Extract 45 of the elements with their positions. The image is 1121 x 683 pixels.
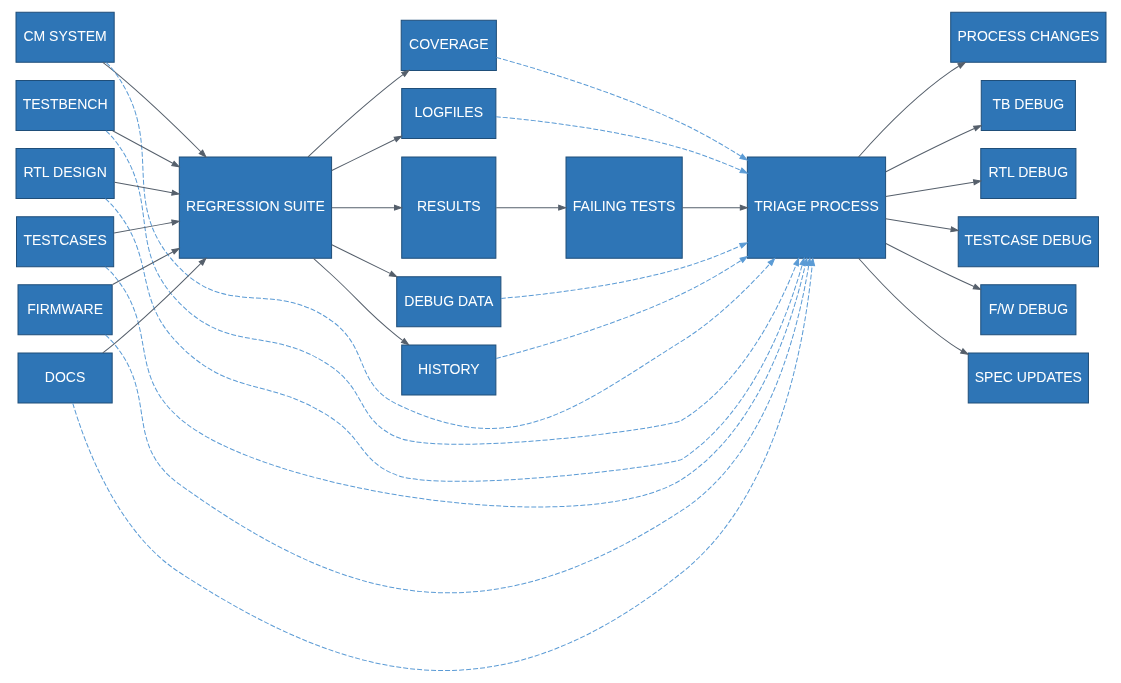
- arrow: [330, 244, 397, 278]
- node-box: TESTCASES: [15, 216, 114, 268]
- arrow: [111, 130, 180, 168]
- arrow: [307, 69, 409, 158]
- node-box: HISTORY: [400, 344, 496, 396]
- node-box: F/W DEBUG: [979, 284, 1076, 336]
- arrow: [884, 179, 981, 198]
- node-box: FIRMWARE: [17, 284, 113, 336]
- arrow: [884, 125, 981, 173]
- node-box: FAILING TESTS: [565, 156, 683, 259]
- arrow: [495, 56, 748, 161]
- arrow: [884, 243, 981, 290]
- arrow: [495, 116, 748, 174]
- node-box: DEBUG DATA: [395, 276, 501, 328]
- node-box: TRIAGE PROCESS: [746, 156, 886, 259]
- node-box: REGRESSION SUITE: [178, 156, 332, 259]
- arrow: [500, 242, 747, 299]
- arrow: [105, 62, 775, 429]
- arrow: [111, 248, 180, 286]
- arrow: [330, 204, 402, 211]
- node-box: RTL DEBUG: [979, 148, 1076, 200]
- node-box: LOGFILES: [400, 87, 496, 139]
- arrow: [312, 257, 409, 346]
- arrow: [681, 204, 748, 211]
- arrow: [105, 130, 799, 445]
- arrow: [330, 135, 402, 172]
- node-box: RESULTS: [400, 156, 496, 259]
- node-box: TESTCASE DEBUG: [957, 216, 1099, 268]
- node-box: TB DEBUG: [980, 79, 1076, 131]
- node-box: PROCESS CHANGES: [949, 11, 1106, 63]
- arrow: [495, 204, 566, 211]
- arrow: [101, 257, 206, 354]
- node-box: RTL DESIGN: [15, 148, 115, 200]
- arrow: [857, 61, 966, 158]
- node-box: TESTBENCH: [15, 79, 115, 131]
- node-box: SPEC UPDATES: [967, 352, 1089, 404]
- node-box: DOCS: [17, 352, 113, 404]
- node-box: COVERAGE: [400, 19, 497, 71]
- arrow: [857, 257, 968, 355]
- arrow: [113, 219, 180, 234]
- arrow: [113, 181, 180, 196]
- arrow: [495, 256, 748, 360]
- arrow: [884, 218, 959, 233]
- arrow: [101, 61, 206, 158]
- node-box: CM SYSTEM: [15, 11, 115, 63]
